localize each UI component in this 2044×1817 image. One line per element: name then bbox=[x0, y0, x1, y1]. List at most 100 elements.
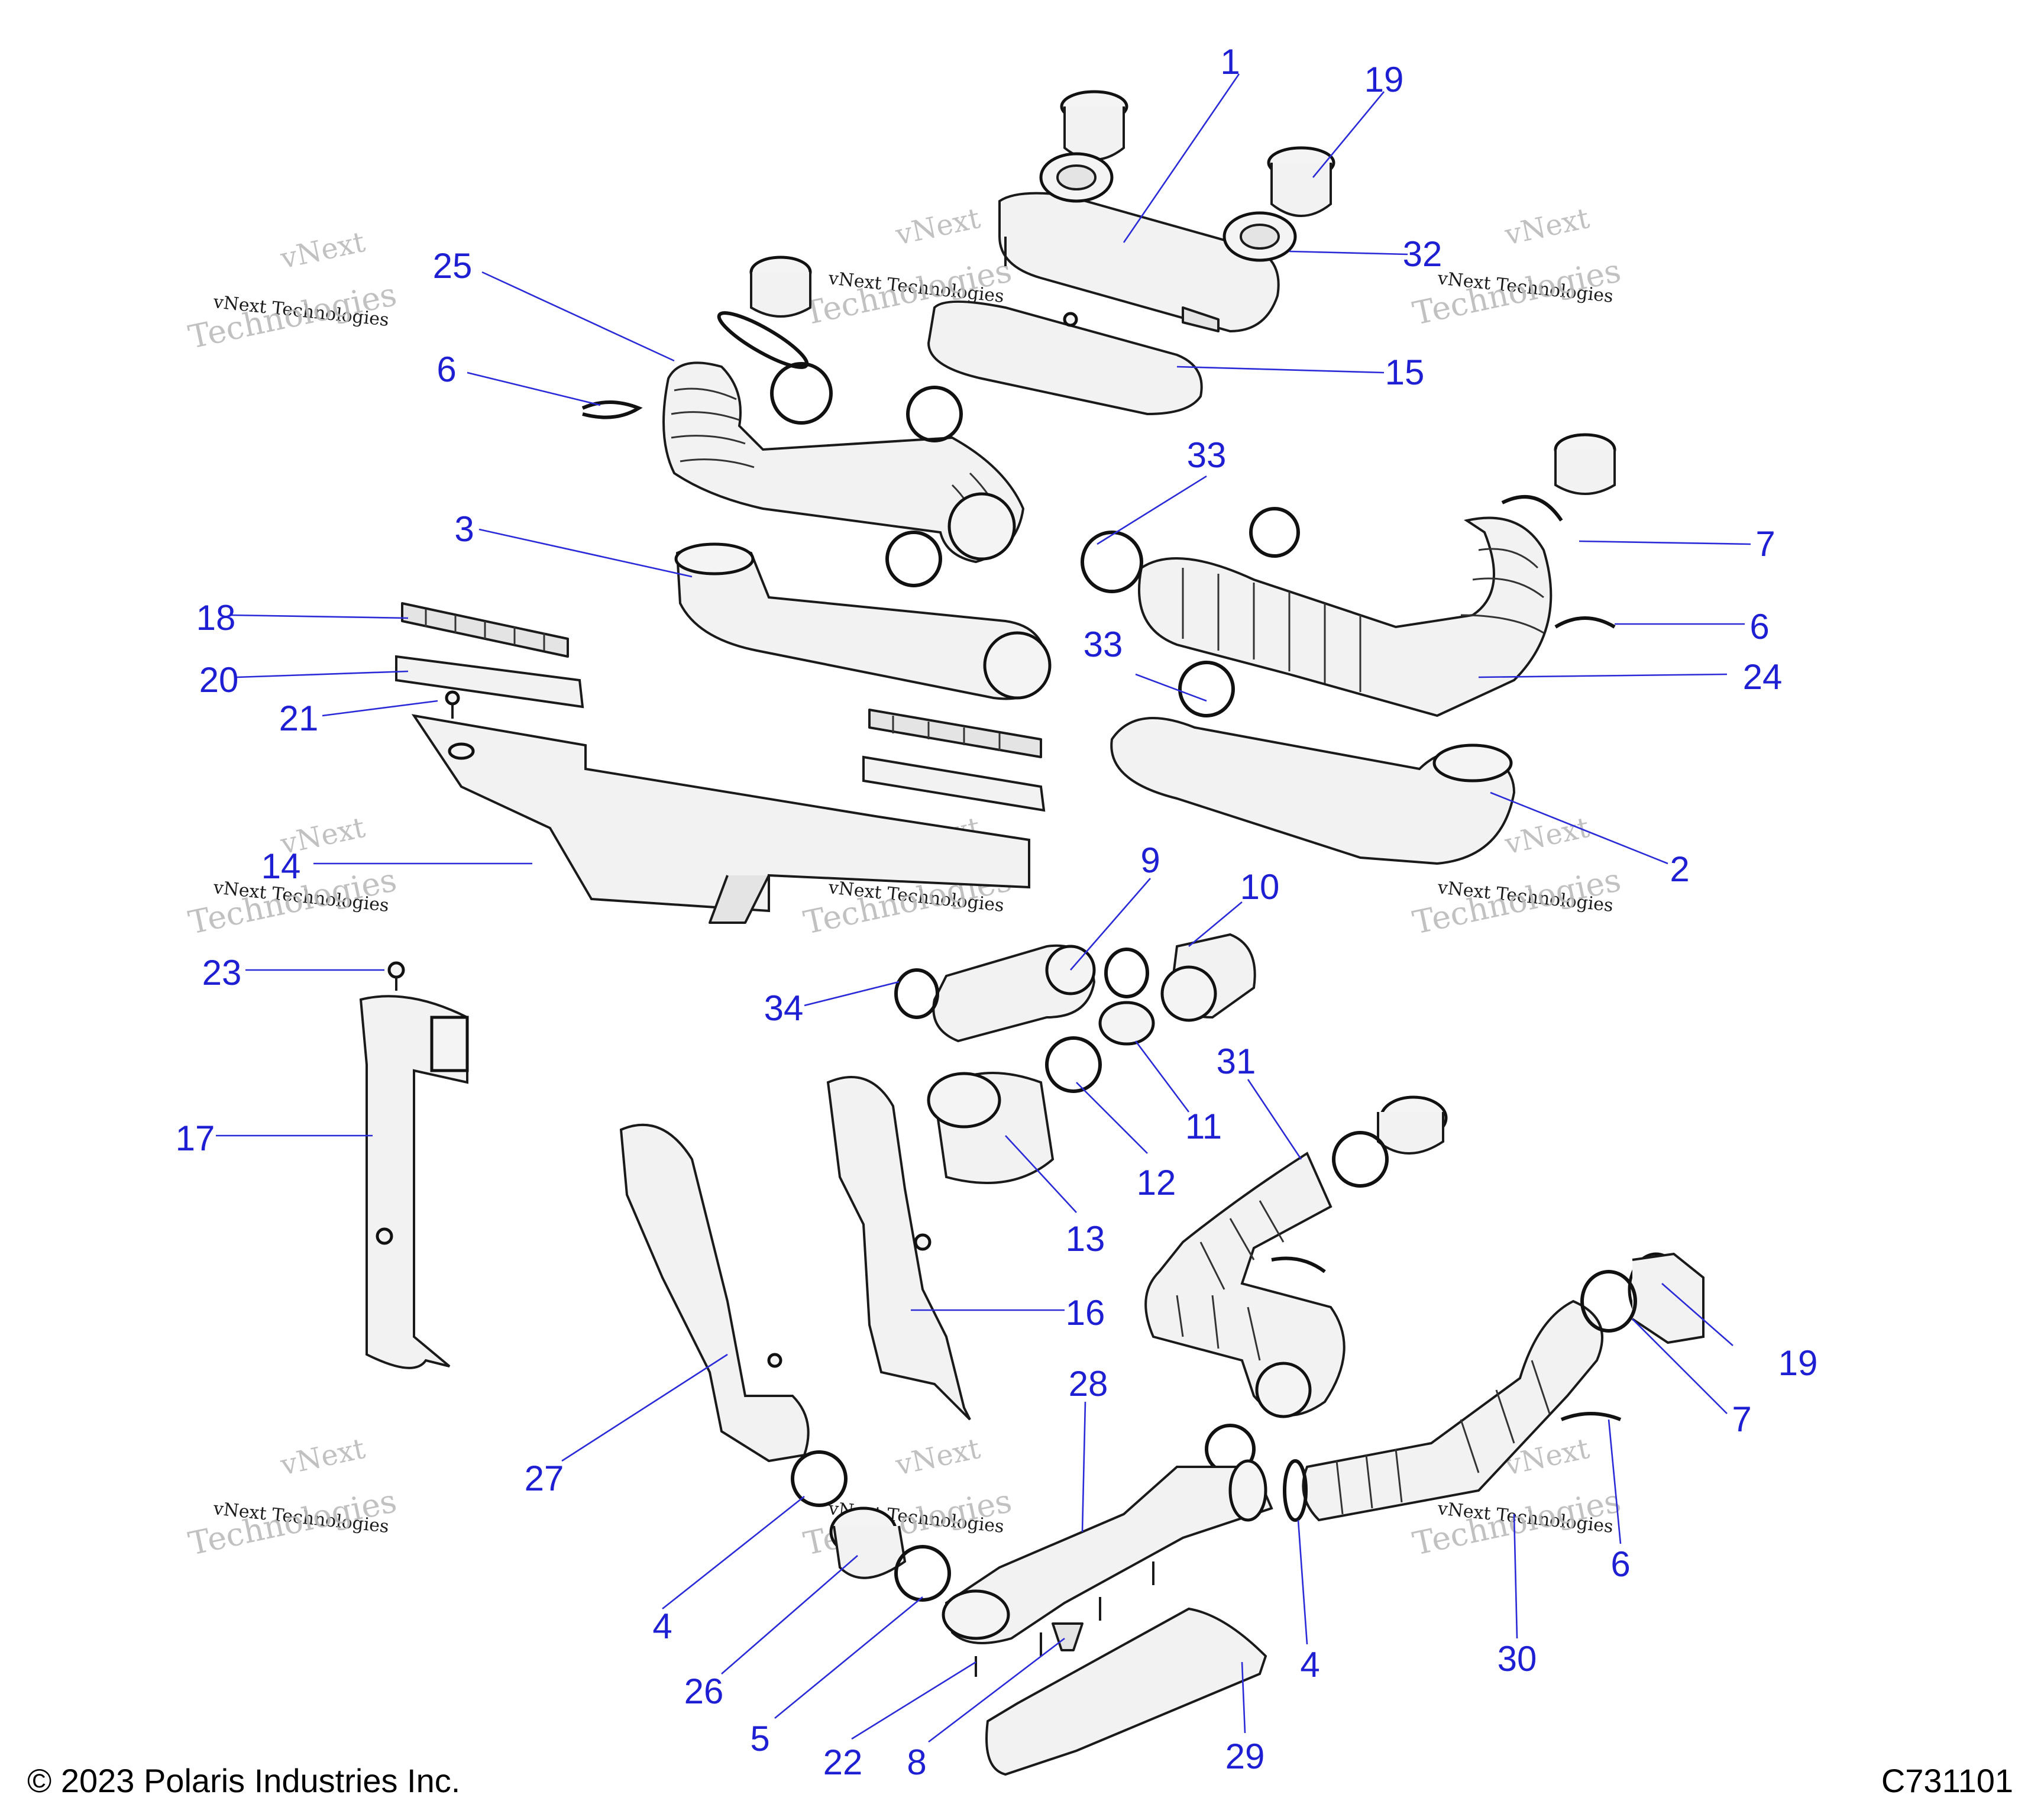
grill-18 bbox=[401, 602, 569, 658]
plug-8 bbox=[1052, 1622, 1084, 1651]
clamp-ring bbox=[906, 386, 963, 442]
cover-29 bbox=[985, 1607, 1267, 1776]
callout-7: 7 bbox=[1755, 524, 1775, 564]
callout-23: 23 bbox=[202, 953, 242, 992]
callout-22: 22 bbox=[823, 1742, 863, 1782]
callout-18: 18 bbox=[196, 598, 236, 638]
callout-6c: 6 bbox=[1610, 1544, 1630, 1584]
screw-23 bbox=[387, 961, 405, 991]
clamp-34 bbox=[894, 968, 939, 1019]
callout-6b: 6 bbox=[1749, 607, 1769, 646]
leader-lines bbox=[216, 73, 1751, 1743]
screws-22 bbox=[975, 1561, 1154, 1677]
svg-text:Technologies: Technologies bbox=[185, 276, 400, 356]
duct-3 bbox=[674, 542, 1052, 700]
sleeve-11 bbox=[1098, 1001, 1155, 1046]
callout-32: 32 bbox=[1403, 234, 1443, 274]
watermark: vNext vNext Technologies Technologies bbox=[185, 1432, 400, 1563]
svg-text:Technologies: Technologies bbox=[185, 1482, 400, 1563]
copyright-text: © 2023 Polaris Industries Inc. bbox=[27, 1762, 461, 1799]
callout-33: 33 bbox=[1187, 435, 1227, 475]
clamp-12 bbox=[1045, 1036, 1102, 1093]
callout-12: 12 bbox=[1137, 1163, 1176, 1202]
hose-9 bbox=[932, 944, 1096, 1043]
callout-34: 34 bbox=[764, 988, 804, 1028]
clamp-7-lower bbox=[1580, 1270, 1637, 1333]
callout-17: 17 bbox=[176, 1118, 215, 1158]
svg-text:Technologies: Technologies bbox=[1409, 861, 1624, 942]
clamp-mid bbox=[1271, 1256, 1326, 1273]
dash-duct-14 bbox=[411, 714, 1030, 924]
callout-28: 28 bbox=[1069, 1364, 1108, 1404]
callout-4: 4 bbox=[652, 1606, 672, 1646]
callout-24: 24 bbox=[1743, 657, 1783, 697]
upper-duct-housing bbox=[998, 192, 1280, 333]
callout-8: 8 bbox=[907, 1742, 926, 1782]
lower-connector-19 bbox=[1628, 1252, 1705, 1344]
duct-28 bbox=[942, 1459, 1273, 1644]
callout-25: 25 bbox=[433, 246, 473, 286]
callouts: 1 19 32 25 15 6 33 7 3 18 6 24 20 33 21 … bbox=[176, 42, 1818, 1782]
callout-3: 3 bbox=[454, 509, 474, 549]
top-connector-left bbox=[1039, 90, 1128, 203]
watermark: vNext vNext Technologies Technologies bbox=[800, 1432, 1015, 1563]
grill-right bbox=[868, 709, 1042, 758]
vertical-duct-17 bbox=[359, 995, 469, 1369]
callout-33b: 33 bbox=[1084, 625, 1123, 664]
hose-31 bbox=[1144, 1095, 1448, 1418]
lower-plenum bbox=[927, 300, 1203, 416]
right-corrugated-hose bbox=[1138, 433, 1616, 717]
gasket-right bbox=[862, 755, 1046, 812]
duct-2 bbox=[1110, 717, 1516, 865]
callout-27: 27 bbox=[525, 1459, 564, 1498]
callout-10: 10 bbox=[1240, 867, 1280, 907]
callout-9: 9 bbox=[1140, 840, 1160, 880]
callout-30: 30 bbox=[1498, 1639, 1537, 1679]
callout-15: 15 bbox=[1385, 353, 1425, 392]
clamp-33-lower bbox=[1178, 661, 1235, 717]
svg-text:vNext: vNext bbox=[1502, 811, 1592, 861]
callout-4b: 4 bbox=[1300, 1645, 1319, 1685]
hose-30 bbox=[1302, 1299, 1603, 1522]
clamp-ring bbox=[885, 531, 942, 587]
gasket-20 bbox=[395, 655, 584, 709]
callout-14: 14 bbox=[261, 846, 301, 886]
callout-6: 6 bbox=[436, 350, 456, 389]
svg-text:vNext: vNext bbox=[1502, 202, 1592, 252]
callout-26: 26 bbox=[684, 1671, 724, 1711]
callout-11: 11 bbox=[1185, 1107, 1222, 1146]
drawing-id: C731101 bbox=[1881, 1762, 2013, 1799]
clamp-ring bbox=[1104, 948, 1149, 998]
callout-19: 19 bbox=[1364, 60, 1404, 99]
callout-20: 20 bbox=[199, 660, 239, 700]
clamp-33-top bbox=[1081, 531, 1143, 593]
callout-7b: 7 bbox=[1732, 1399, 1751, 1439]
clamp-ring bbox=[1332, 1131, 1389, 1188]
svg-text:vNext: vNext bbox=[892, 1432, 983, 1482]
clamp-5 bbox=[894, 1545, 951, 1602]
svg-text:vNext: vNext bbox=[277, 225, 368, 276]
duct-16 bbox=[826, 1076, 971, 1421]
duct-27 bbox=[619, 1123, 810, 1463]
top-connector-right bbox=[1222, 146, 1335, 262]
clamp-ring bbox=[1249, 507, 1300, 558]
callout-19b: 19 bbox=[1778, 1343, 1818, 1383]
callout-13: 13 bbox=[1066, 1219, 1105, 1259]
clamp-6-lower bbox=[1560, 1412, 1622, 1421]
clamp-7-right bbox=[1501, 495, 1563, 522]
watermark: vNext vNext Technologies Technologies bbox=[185, 225, 400, 356]
svg-text:vNext: vNext bbox=[277, 1432, 368, 1482]
coupler-10 bbox=[1160, 933, 1256, 1022]
left-corrugated-hose bbox=[662, 256, 1025, 564]
clamp-ring bbox=[770, 362, 833, 425]
callout-29: 29 bbox=[1225, 1737, 1265, 1776]
callout-1: 1 bbox=[1220, 42, 1240, 82]
callout-21: 21 bbox=[279, 699, 319, 738]
screw-21 bbox=[445, 690, 460, 719]
callout-5: 5 bbox=[750, 1719, 769, 1758]
callout-31: 31 bbox=[1217, 1042, 1256, 1081]
connector-26 bbox=[829, 1506, 907, 1579]
clamp-6-top-left bbox=[581, 400, 643, 419]
clamp-4-right bbox=[1283, 1459, 1308, 1522]
